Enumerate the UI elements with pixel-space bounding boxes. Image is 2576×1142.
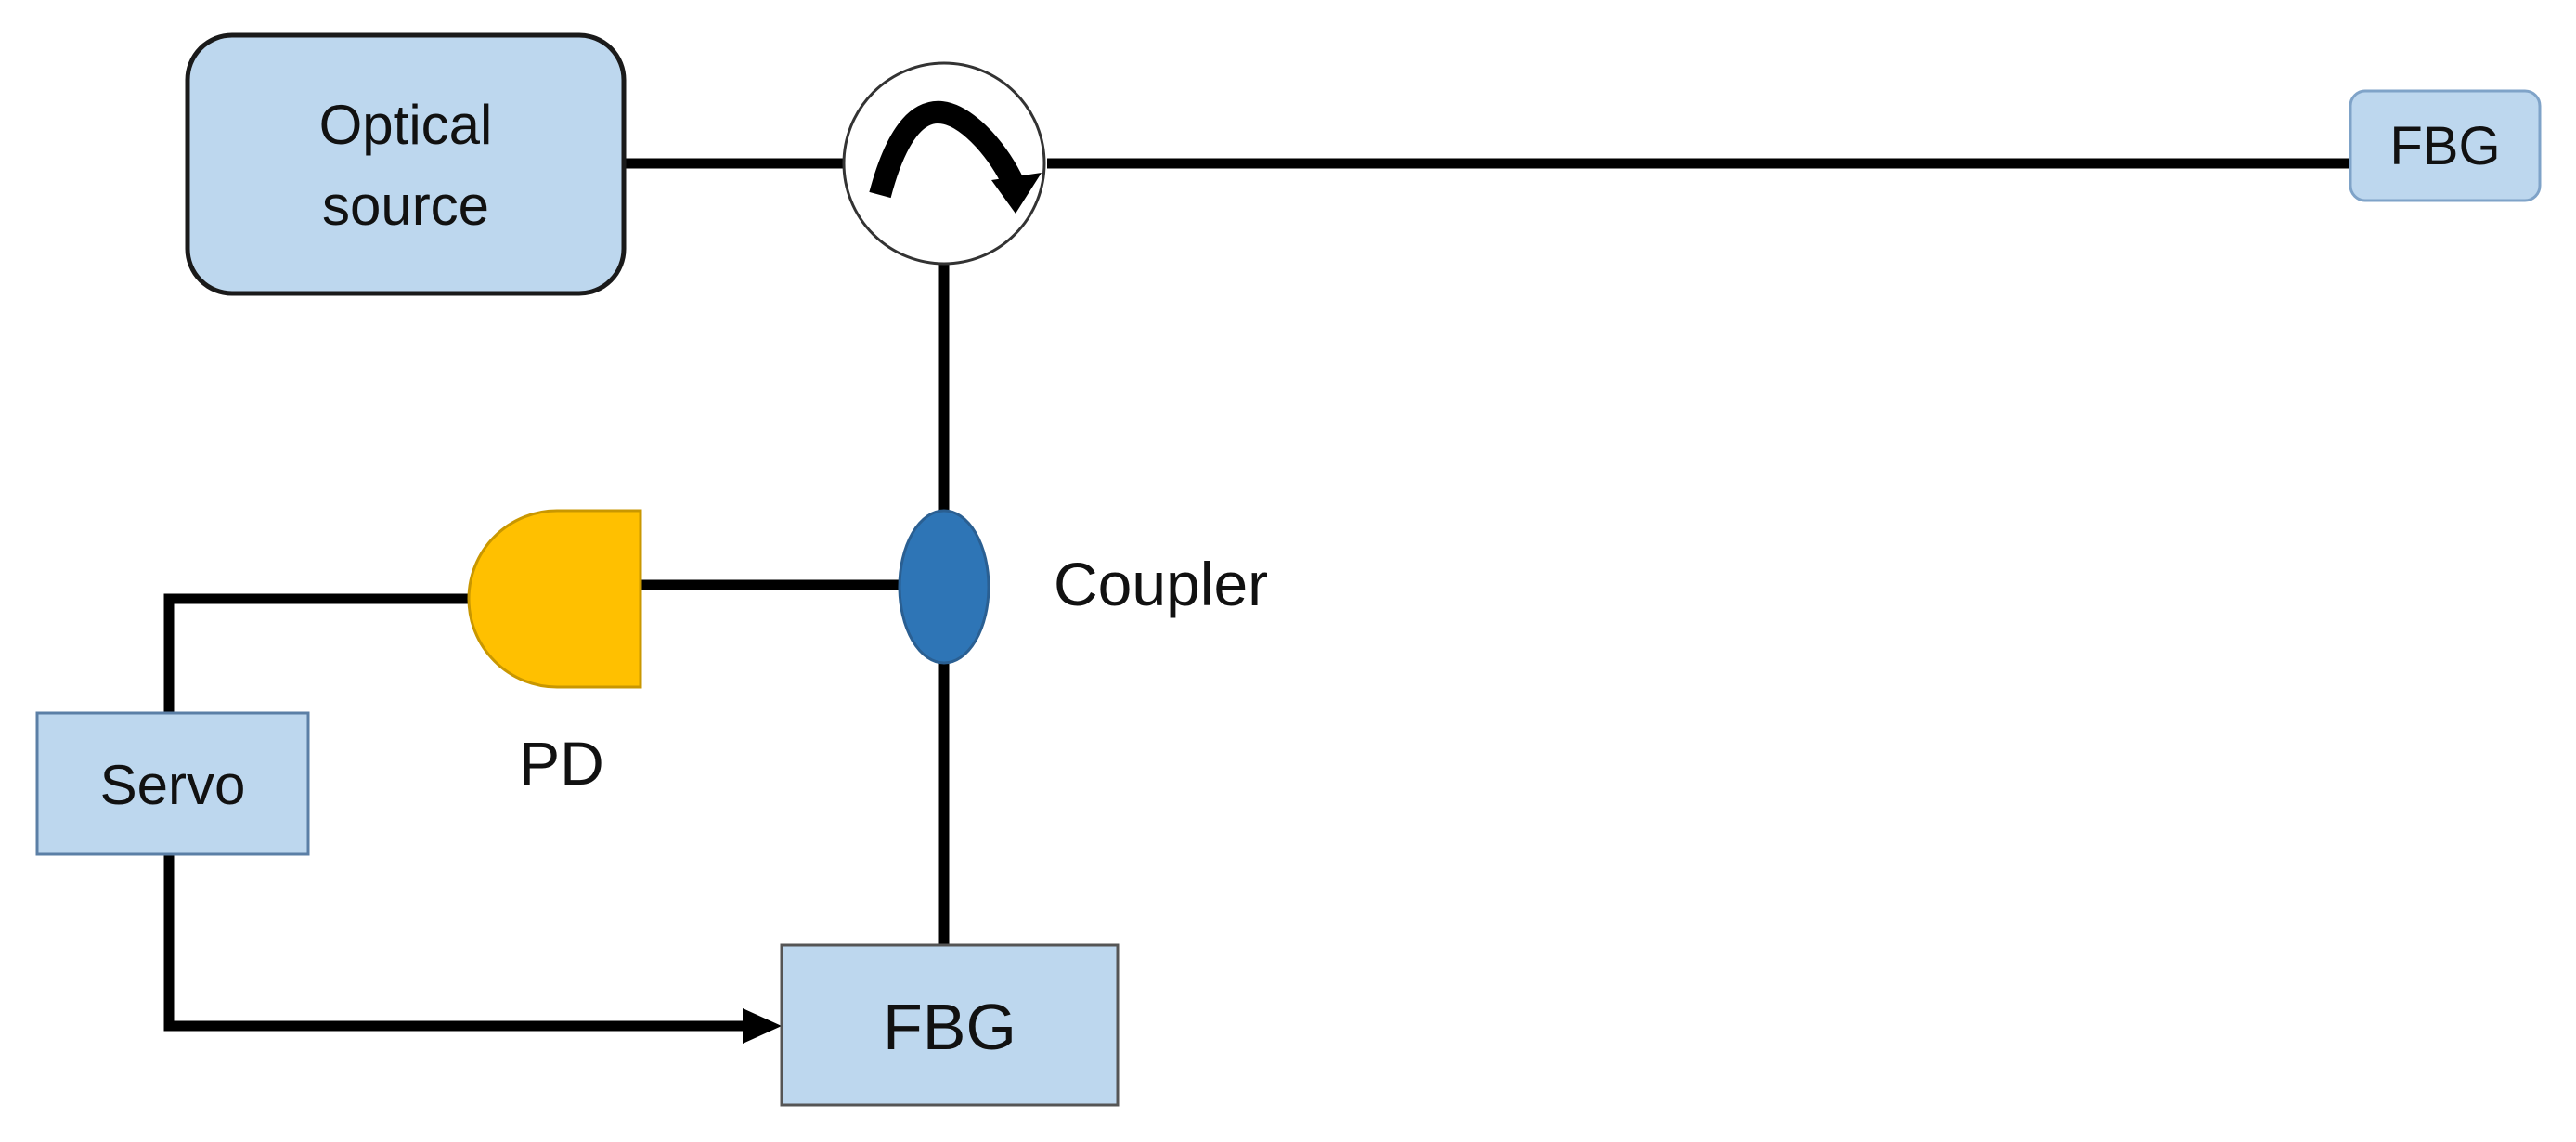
photodiode xyxy=(467,509,642,689)
circulator xyxy=(842,61,1046,266)
coupler xyxy=(898,509,990,665)
servo-label: Servo xyxy=(100,754,246,816)
servo-block: Servo xyxy=(35,711,310,856)
optical-source-block: Optical source xyxy=(185,32,627,296)
wire-servo-to-fbg xyxy=(163,854,743,1032)
wire-pd-to-servo xyxy=(163,593,473,715)
fbg-bottom-label: FBG xyxy=(883,991,1016,1063)
optical-source-label-line1: Optical xyxy=(319,94,493,156)
circulator-arrow-icon xyxy=(869,101,1024,199)
fbg-top-label: FBG xyxy=(2389,116,2500,176)
fbg-bottom-block: FBG xyxy=(780,943,1120,1107)
circulator-arrowhead-icon xyxy=(991,173,1042,214)
coupler-label: Coupler xyxy=(1054,550,1268,618)
fbg-top-block: FBG xyxy=(2349,89,2542,202)
optical-source-label-line2: source xyxy=(322,175,489,237)
pd-label: PD xyxy=(519,729,604,798)
arrowhead-servo-to-fbg xyxy=(743,1008,782,1044)
